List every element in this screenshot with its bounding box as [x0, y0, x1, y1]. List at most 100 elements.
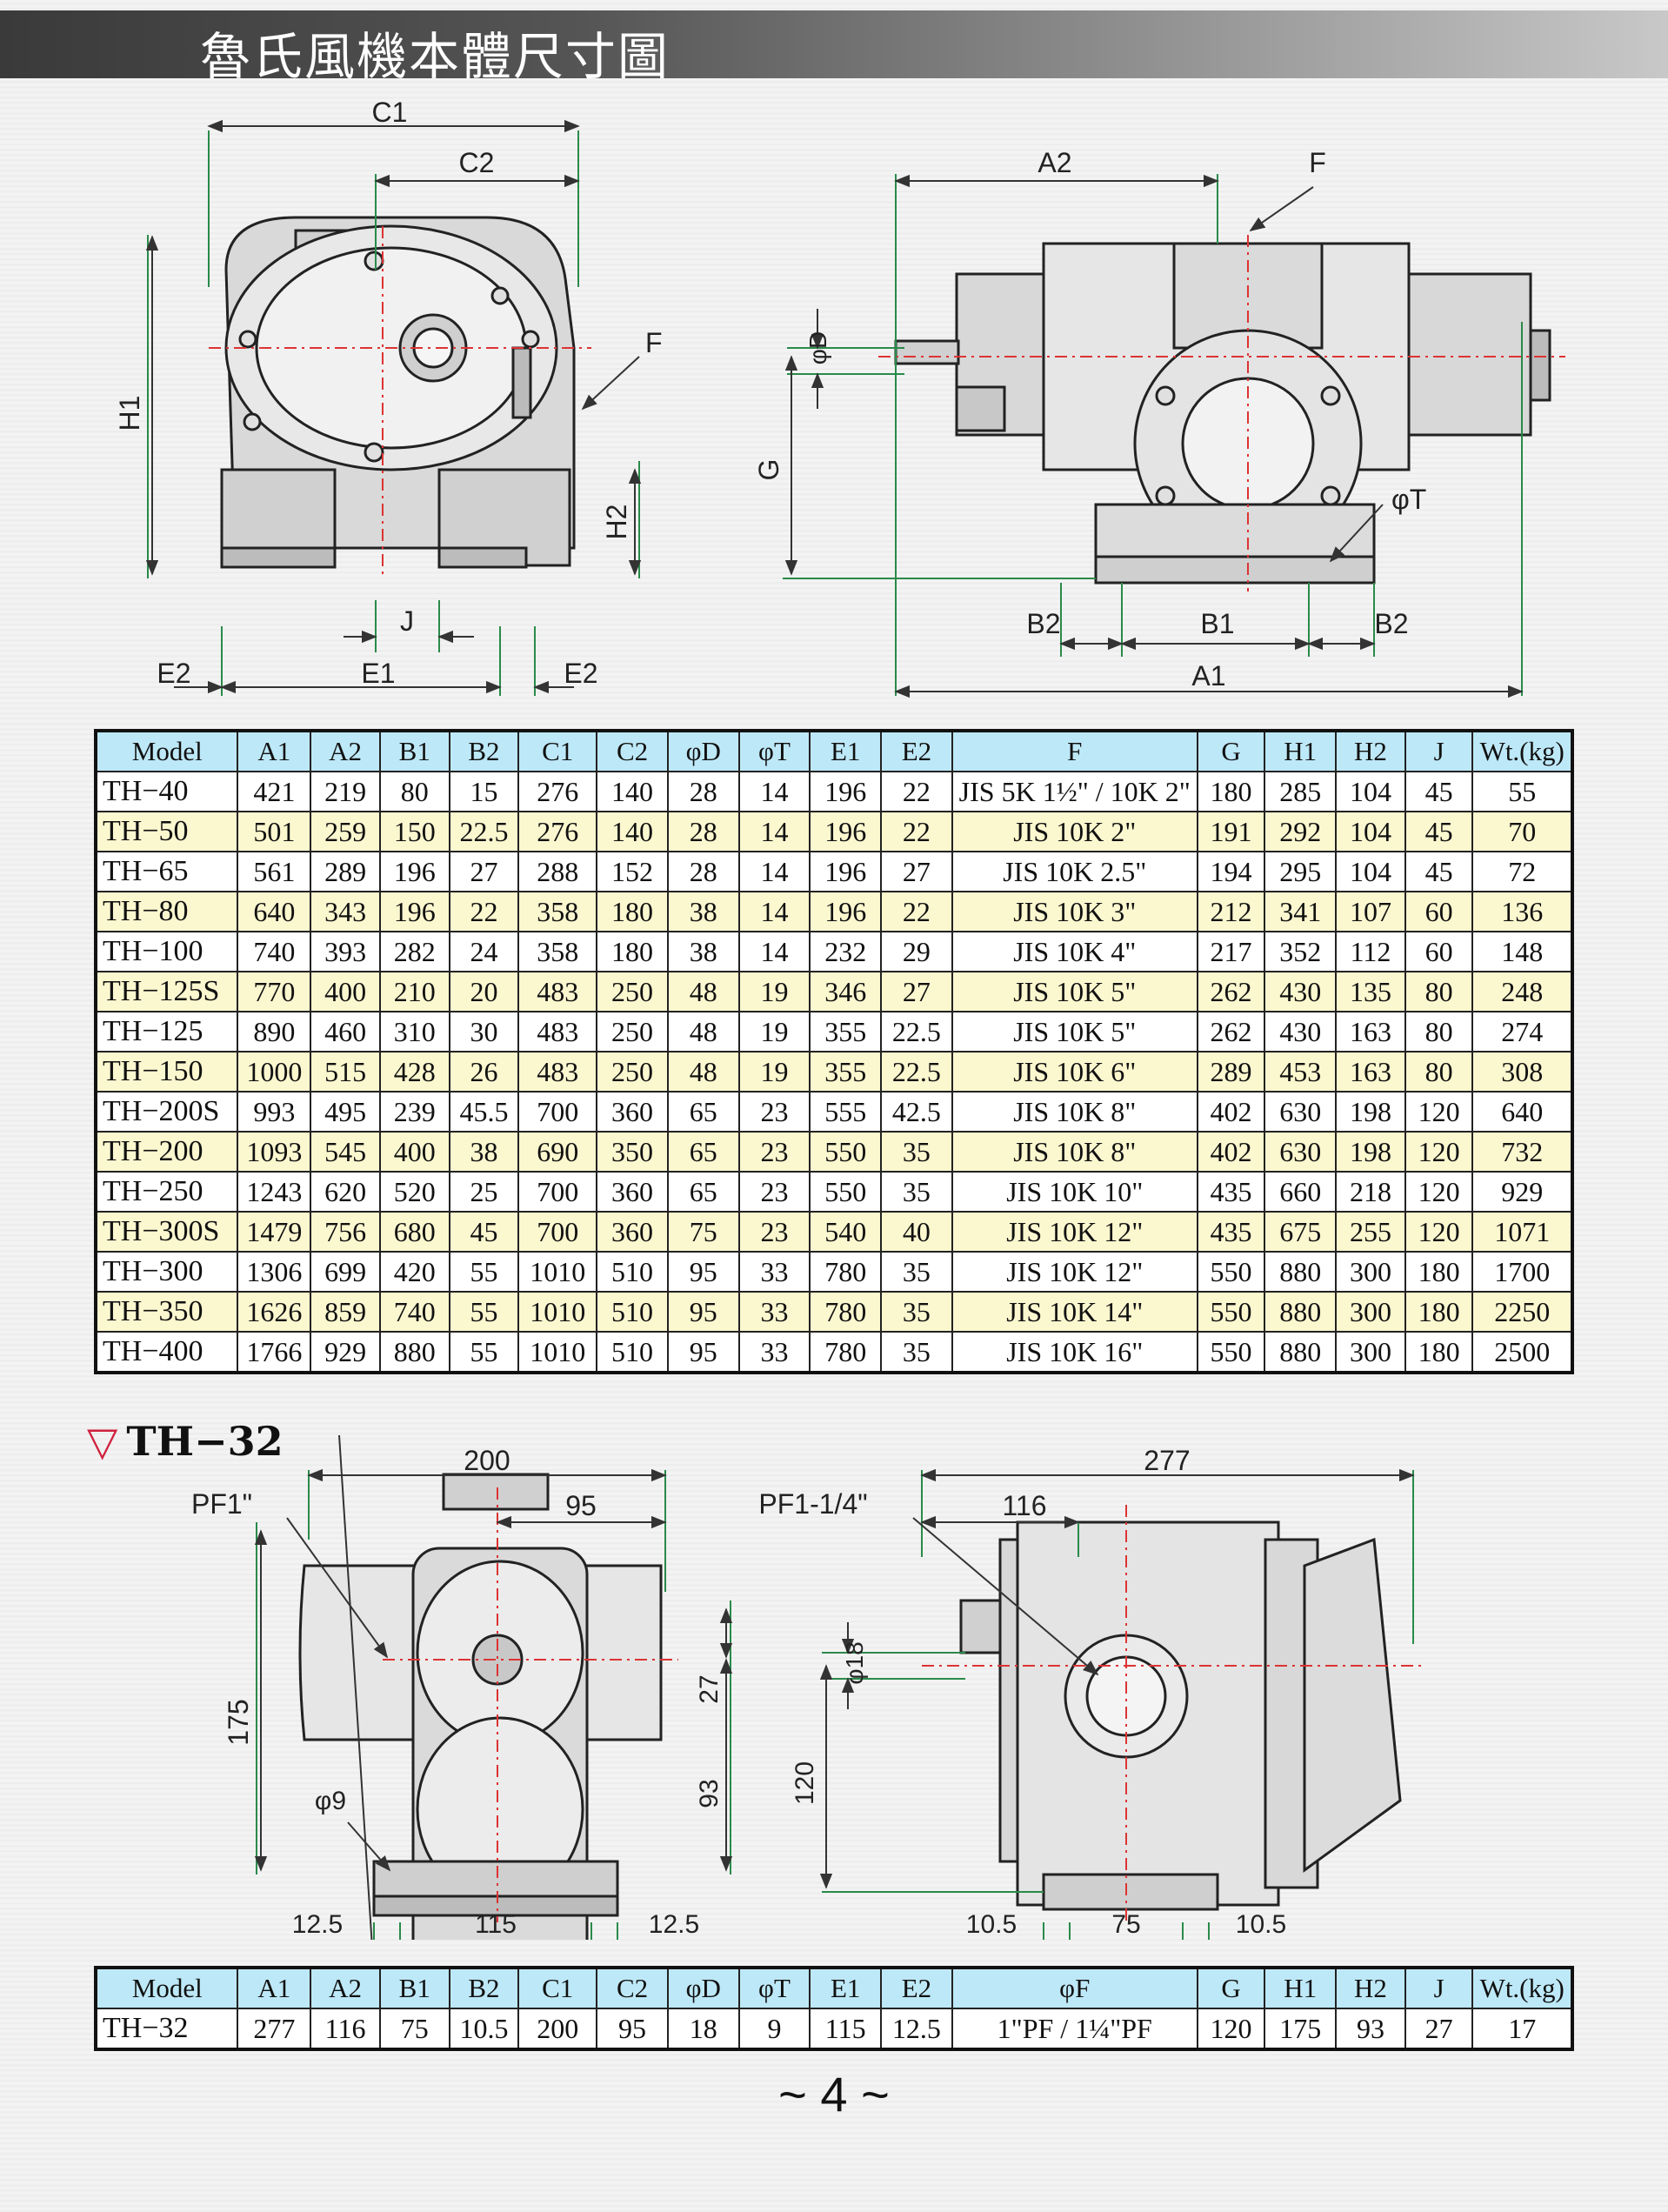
column-header: E2	[880, 730, 953, 772]
model-cell: TH−150	[94, 1051, 239, 1093]
table-cell: 880	[1264, 1291, 1338, 1333]
table-cell: 55	[1471, 771, 1573, 812]
table-cell: 420	[378, 1251, 450, 1293]
table-cell: 180	[1404, 1251, 1474, 1293]
column-header: A2	[310, 1967, 381, 2009]
table-cell: 393	[310, 931, 381, 972]
table-cell: 75	[666, 1211, 740, 1253]
table-cell: 26	[448, 1051, 520, 1093]
column-header: H1	[1264, 730, 1338, 772]
table-cell: 180	[596, 891, 669, 932]
table-cell: 295	[1264, 851, 1338, 892]
table-cell: 65	[666, 1171, 740, 1213]
table-cell: 660	[1264, 1171, 1338, 1213]
th32-label: TH−32	[126, 1418, 284, 1465]
dim-G: G	[753, 459, 784, 481]
table-cell: 22.5	[880, 1051, 953, 1093]
model-cell: TH−250	[94, 1171, 239, 1213]
dim-th32-12-5-left: 12.5	[292, 1910, 343, 1939]
table-cell: 310	[378, 1011, 450, 1053]
dim-th32-200: 200	[464, 1445, 510, 1476]
table-cell: 150	[378, 811, 450, 852]
table-cell: 756	[310, 1211, 381, 1253]
table-cell: 289	[1196, 1051, 1266, 1093]
end-view-drawing	[220, 216, 576, 569]
dim-th32-10-5-left: 10.5	[966, 1910, 1017, 1939]
table-cell: 28	[666, 851, 740, 892]
table-cell: 10.5	[448, 2008, 520, 2050]
table-cell: 400	[310, 971, 381, 1012]
table-cell: 45.5	[448, 1091, 520, 1133]
table-cell: 343	[310, 891, 381, 932]
table-cell: 20	[448, 971, 520, 1012]
table-cell: JIS 10K 5"	[951, 1011, 1198, 1053]
table-cell: 42.5	[880, 1091, 953, 1133]
dim-th32-27: 27	[695, 1674, 724, 1703]
table-cell: JIS 10K 2"	[951, 811, 1198, 852]
table-cell: 116	[310, 2008, 381, 2050]
title-bar: 魯氏風機本體尺寸圖	[0, 10, 1668, 86]
table-cell: 880	[1264, 1331, 1338, 1373]
table-cell: 262	[1196, 971, 1266, 1012]
table-cell: JIS 10K 8"	[951, 1091, 1198, 1133]
table-cell: 550	[1196, 1251, 1266, 1293]
table-cell: 630	[1264, 1091, 1338, 1133]
table-cell: 120	[1404, 1131, 1474, 1173]
model-cell: TH−300S	[94, 1211, 239, 1253]
table-cell: 640	[1471, 1091, 1573, 1133]
table-cell: 276	[517, 811, 598, 852]
table-cell: 22	[448, 891, 520, 932]
table-cell: 70	[1471, 811, 1573, 852]
column-header: Model	[94, 1967, 239, 2009]
table-cell: 700	[517, 1211, 598, 1253]
table-cell: JIS 10K 8"	[951, 1131, 1198, 1173]
table-cell: 300	[1335, 1331, 1406, 1373]
dim-B2-left: B2	[1026, 608, 1060, 639]
table-cell: 1243	[237, 1171, 312, 1213]
table-cell: 23	[737, 1171, 811, 1213]
table-cell: 38	[666, 931, 740, 972]
table-cell: 1010	[517, 1251, 598, 1293]
table-cell: 198	[1335, 1091, 1406, 1133]
table-cell: 880	[1264, 1251, 1338, 1293]
table-cell: 929	[310, 1331, 381, 1373]
column-header: Model	[94, 730, 239, 772]
column-header: Wt.(kg)	[1471, 1967, 1573, 2009]
model-cell: TH−200S	[94, 1091, 239, 1133]
table-cell: 135	[1335, 971, 1406, 1012]
table-cell: 29	[880, 931, 953, 972]
table-cell: 355	[809, 1051, 883, 1093]
table-cell: 104	[1335, 851, 1406, 892]
model-cell: TH−300	[94, 1251, 239, 1293]
dim-th32-116: 116	[1002, 1490, 1046, 1521]
table-cell: JIS 10K 12"	[951, 1251, 1198, 1293]
table-cell: 65	[666, 1131, 740, 1173]
table-cell: 40	[880, 1211, 953, 1253]
table-cell: 780	[809, 1291, 883, 1333]
table-cell: 300	[1335, 1291, 1406, 1333]
table-cell: 550	[1196, 1331, 1266, 1373]
table-cell: 550	[1196, 1291, 1266, 1333]
table-cell: JIS 10K 3"	[951, 891, 1198, 932]
table-cell: 25	[448, 1171, 520, 1213]
model-cell: TH−100	[94, 931, 239, 972]
table-cell: 23	[737, 1131, 811, 1173]
table-cell: 620	[310, 1171, 381, 1213]
table-cell: 250	[596, 1051, 669, 1093]
table-cell: 196	[809, 771, 883, 812]
table-cell: 22.5	[880, 1011, 953, 1053]
table-cell: 680	[378, 1211, 450, 1253]
table-cell: 152	[596, 851, 669, 892]
table-cell: 288	[517, 851, 598, 892]
table-cell: 993	[237, 1091, 312, 1133]
table-cell: 770	[237, 971, 312, 1012]
side-view-drawing	[894, 242, 1551, 585]
table-cell: 259	[310, 811, 381, 852]
table-cell: 198	[1335, 1131, 1406, 1173]
th32-side-view-drawing	[959, 1520, 1402, 1911]
table-cell: 163	[1335, 1011, 1406, 1053]
